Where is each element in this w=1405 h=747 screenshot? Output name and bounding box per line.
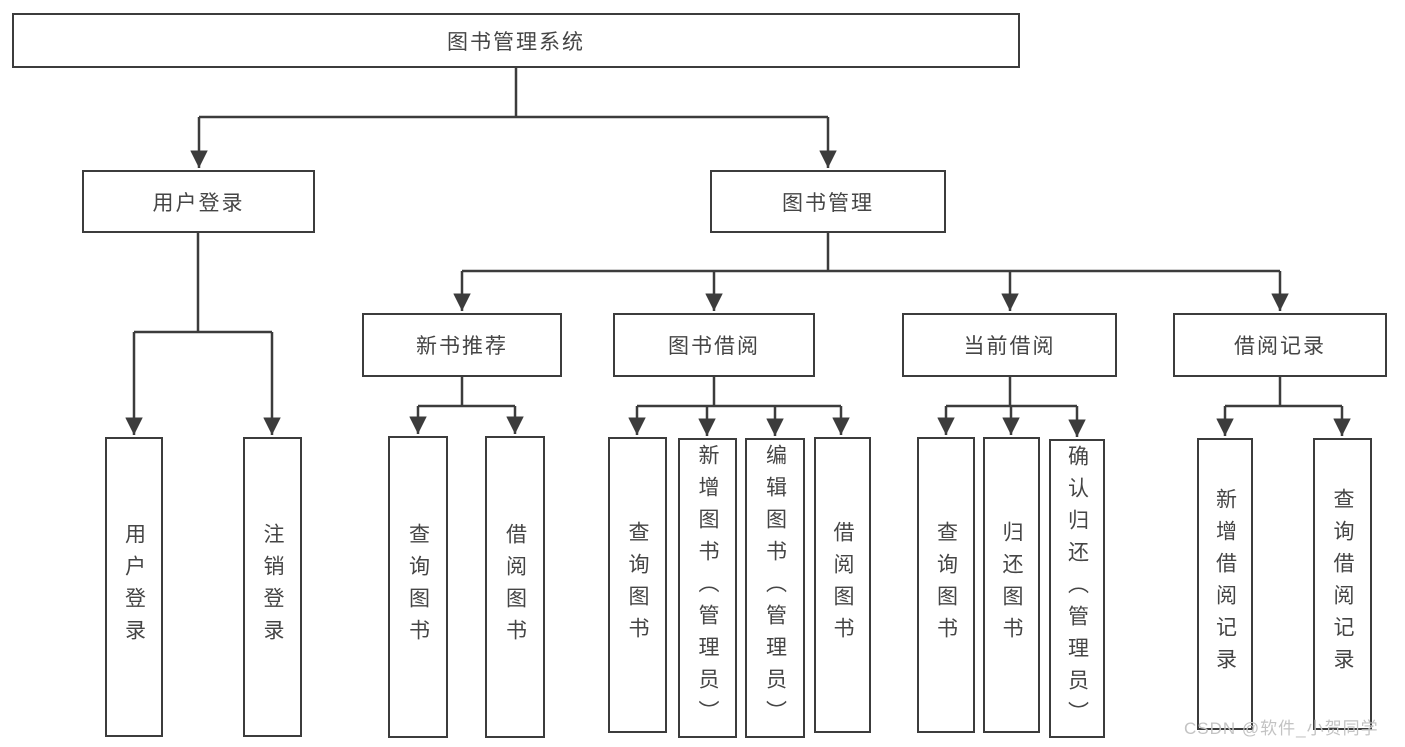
node-library-management-system: 图书管理系统 bbox=[12, 13, 1020, 68]
node-label: 查询借阅记录 bbox=[1331, 488, 1354, 680]
node-label: 确认归还（管理员） bbox=[1065, 444, 1089, 733]
leaf-add-books-admin: 新增图书（管理员） bbox=[678, 438, 737, 738]
node-label: 新增借阅记录 bbox=[1213, 488, 1237, 680]
node-label: 图书管理系统 bbox=[447, 30, 585, 54]
node-label: 借阅图书 bbox=[831, 521, 854, 649]
node-user-login: 用户登录 bbox=[82, 170, 315, 233]
node-label: 归还图书 bbox=[1000, 521, 1023, 649]
node-label: 编辑图书（管理员） bbox=[763, 444, 787, 732]
node-new-book-recommendation: 新书推荐 bbox=[362, 313, 562, 377]
node-book-management: 图书管理 bbox=[710, 170, 946, 233]
node-borrowing-records: 借阅记录 bbox=[1173, 313, 1387, 377]
node-label: 查询图书 bbox=[626, 521, 649, 649]
leaf-logout: 注销登录 bbox=[243, 437, 302, 737]
leaf-query-books-current: 查询图书 bbox=[917, 437, 975, 733]
node-label: 借阅图书 bbox=[503, 523, 527, 651]
node-label: 新增图书（管理员） bbox=[696, 444, 719, 732]
node-current-borrowing: 当前借阅 bbox=[902, 313, 1117, 377]
leaf-borrow-books-recommend: 借阅图书 bbox=[485, 436, 545, 738]
leaf-user-login: 用户登录 bbox=[105, 437, 163, 737]
node-label: 图书借阅 bbox=[668, 335, 760, 358]
node-label: 新书推荐 bbox=[416, 335, 508, 358]
node-label: 注销登录 bbox=[261, 523, 284, 651]
leaf-query-borrow-record: 查询借阅记录 bbox=[1313, 438, 1372, 730]
node-label: 查询图书 bbox=[934, 521, 958, 649]
node-label: 借阅记录 bbox=[1234, 335, 1326, 358]
leaf-query-books-borrowing: 查询图书 bbox=[608, 437, 667, 733]
csdn-watermark: CSDN @软件_小贺同学 bbox=[1184, 719, 1379, 738]
node-label: 当前借阅 bbox=[963, 335, 1056, 358]
node-label: 用户登录 bbox=[122, 523, 146, 651]
node-label: 用户登录 bbox=[152, 191, 245, 215]
node-label: 图书管理 bbox=[782, 191, 874, 215]
leaf-return-books: 归还图书 bbox=[983, 437, 1040, 733]
leaf-add-borrow-record: 新增借阅记录 bbox=[1197, 438, 1253, 730]
leaf-borrow-books-borrowing: 借阅图书 bbox=[814, 437, 871, 733]
leaf-confirm-return-admin: 确认归还（管理员） bbox=[1049, 439, 1105, 738]
leaf-query-books-recommend: 查询图书 bbox=[388, 436, 448, 738]
node-book-borrowing: 图书借阅 bbox=[613, 313, 815, 377]
leaf-edit-books-admin: 编辑图书（管理员） bbox=[745, 438, 805, 738]
node-label: 查询图书 bbox=[406, 523, 430, 651]
